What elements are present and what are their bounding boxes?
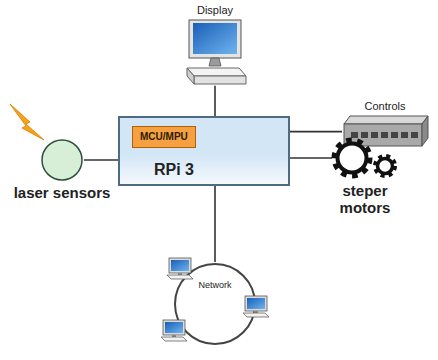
mcu-chip-box: MCU/MPU — [132, 126, 196, 148]
node-label: Controls — [342, 100, 428, 113]
connector-line — [214, 186, 216, 262]
gears-icon — [332, 136, 398, 180]
rpi-board-box: RPi 3 MCU/MPU — [118, 116, 290, 186]
network-node: Network — [173, 262, 257, 346]
connector-line — [290, 157, 332, 159]
laser-sensor-icon — [40, 138, 84, 182]
connector-line — [290, 131, 342, 133]
stepper-motor-node: steper motors — [325, 136, 405, 217]
controls-node: Controls — [342, 100, 428, 148]
node-label: Display — [183, 4, 247, 17]
monitor-icon — [183, 20, 247, 86]
display-node: Display — [183, 4, 247, 86]
network-label: Network — [173, 280, 257, 290]
node-label: steper motors — [325, 182, 405, 217]
board-label: RPi 3 — [154, 161, 194, 179]
chip-label: MCU/MPU — [140, 131, 188, 143]
laser-sensor-node: laser sensors — [14, 138, 111, 201]
connector-line — [214, 86, 216, 116]
connector-line — [84, 159, 118, 161]
network-ring-icon — [173, 262, 257, 346]
node-label: laser sensors — [14, 184, 111, 201]
